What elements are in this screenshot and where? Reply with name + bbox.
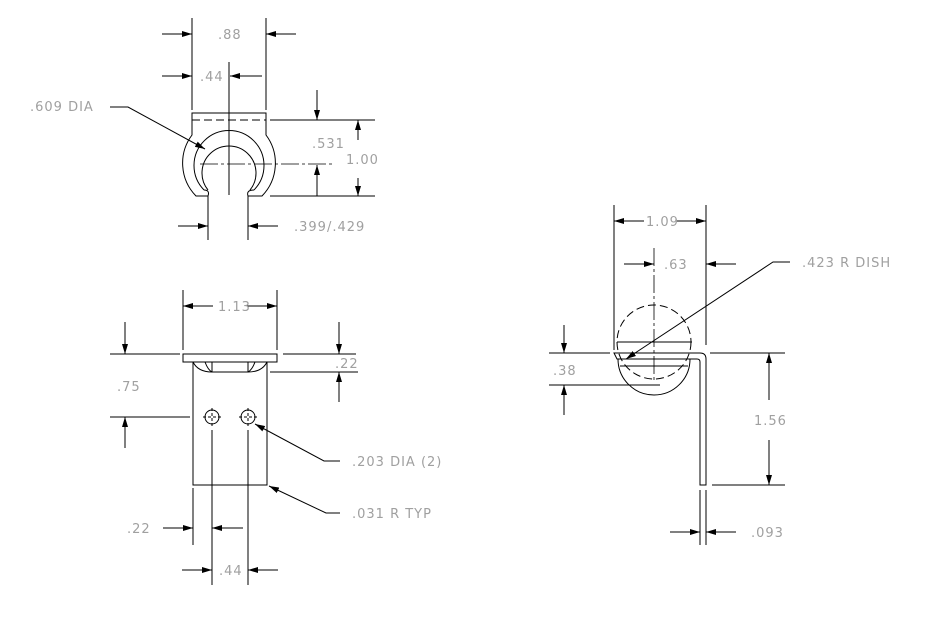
dim-dish-depth-038: .38 (553, 364, 577, 379)
dim-width-113: 1.13 (218, 300, 251, 315)
mounting-hole (204, 409, 220, 425)
dim-thickness-0093: .093 (751, 526, 784, 541)
front-view: 1.13 .75 .22 .22 .44 .203 DIA (2) .031 R… (110, 290, 442, 585)
callout-hole-dia: .609 DIA (30, 100, 94, 115)
dim-half-width-044: .44 (200, 70, 224, 85)
callout-dish-radius: .423 R DISH (802, 256, 891, 271)
dim-width-088: .88 (218, 28, 242, 43)
dim-leg-height-156: 1.56 (754, 414, 787, 429)
dim-hole-spacing-044: .44 (219, 564, 243, 579)
callout-radius: .031 R TYP (352, 507, 432, 522)
dim-center-0531: .531 (312, 137, 345, 152)
dim-edge-offset-022: .22 (127, 522, 151, 537)
dim-center-063: .63 (664, 258, 688, 273)
mounting-hole (240, 409, 256, 425)
callout-holes-dia: .203 DIA (2) (352, 455, 442, 470)
top-view: .88 .44 .531 1.00 .399/.429 .609 DIA (30, 18, 379, 240)
dim-flange-022: .22 (335, 357, 359, 372)
dim-hole-height-075: .75 (117, 380, 141, 395)
dim-opening: .399/.429 (294, 220, 365, 235)
side-view: 1.09 .63 .38 1.56 .093 .423 R DISH (549, 205, 891, 545)
dim-width-109: 1.09 (646, 215, 679, 230)
dim-height-100: 1.00 (346, 153, 379, 168)
